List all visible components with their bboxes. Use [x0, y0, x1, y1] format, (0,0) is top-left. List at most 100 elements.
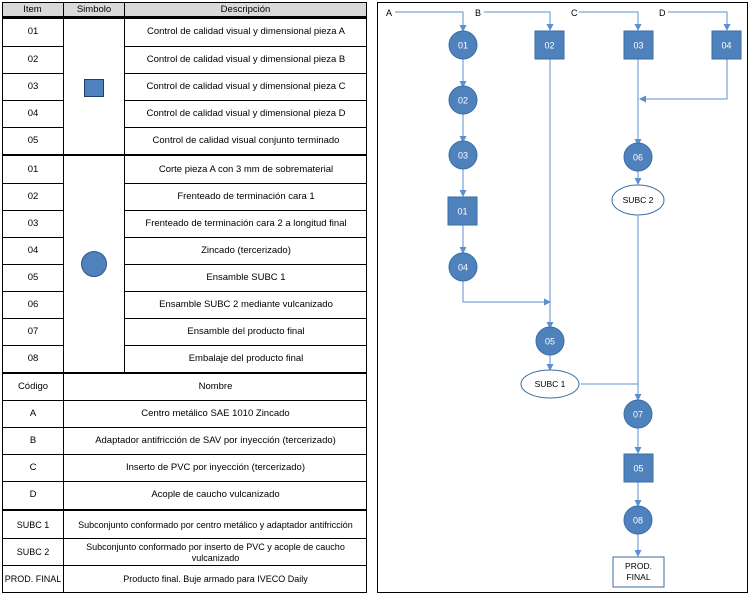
table-gridline	[124, 127, 367, 128]
operation-node-a01	[448, 30, 478, 60]
source-label-d: D	[659, 8, 666, 18]
table-gridline	[2, 17, 367, 19]
inspection-node-c03-label: 03	[633, 41, 643, 51]
inspection-node-c03	[623, 30, 654, 60]
flow-connectors	[395, 11, 731, 557]
table-gridline	[124, 237, 367, 238]
table-gridline	[366, 2, 367, 593]
subassembly-row-name: Producto final. Buje armado para IVECO D…	[123, 574, 308, 585]
table-gridline	[2, 210, 64, 211]
table-gridline	[2, 127, 64, 128]
table-gridline	[124, 264, 367, 265]
header-simbolo: Simbolo	[64, 2, 125, 17]
subassembly-node-subc1-label: SUBC 1	[535, 379, 566, 389]
table-gridline	[2, 318, 64, 319]
control-row-description: Control de calidad visual y dimensional …	[146, 54, 346, 66]
table-gridline	[2, 2, 3, 593]
table-gridline	[124, 73, 367, 74]
code-row-name: Centro metálico SAE 1010 Zincado	[141, 408, 290, 420]
code-row-code: C	[29, 462, 37, 474]
control-row-item: 01	[27, 26, 39, 38]
operation-row-description: Frenteado de terminación cara 2 a longit…	[145, 218, 347, 230]
operation-node-a03	[448, 140, 478, 170]
code-row-code: A	[29, 408, 37, 420]
inspection-node-a01-label: 01	[457, 207, 467, 217]
table-gridline	[2, 509, 367, 511]
operation-row-item: 06	[27, 299, 39, 311]
operation-node-a02	[448, 85, 478, 115]
subassembly-row-code: SUBC 1	[16, 520, 50, 531]
inspection-node-b02-label: 02	[544, 41, 554, 51]
control-row-description: Control de calidad visual y dimensional …	[146, 26, 346, 38]
table-gridline	[2, 592, 367, 593]
operation-node-06-label: 06	[633, 153, 643, 163]
operation-row-description: Ensamble del producto final	[187, 326, 305, 338]
operation-row-item: 08	[27, 353, 39, 365]
final-product-label-line2: FINAL	[626, 572, 650, 582]
subassembly-node-subc1	[520, 369, 580, 399]
table-gridline	[124, 318, 367, 319]
table-gridline	[124, 183, 367, 184]
operation-row-description: Ensamble SUBC 1	[206, 272, 286, 284]
table-gridline	[2, 264, 64, 265]
table-gridline	[2, 538, 367, 539]
operation-row-item: 02	[27, 191, 39, 203]
operation-node-07-label: 07	[633, 410, 643, 420]
source-label-c: C	[571, 8, 578, 18]
operation-node-06	[623, 142, 653, 172]
operation-node-a04	[448, 252, 478, 282]
operation-node-a03-label: 03	[458, 151, 468, 161]
operation-row-item: 07	[27, 326, 39, 338]
table-gridline	[124, 291, 367, 292]
inspection-node-d04-label: 04	[721, 41, 731, 51]
code-row-name: Acople de caucho vulcanizado	[151, 489, 280, 501]
inspection-square-symbol	[84, 79, 104, 97]
inspection-node-d04	[711, 30, 742, 60]
operation-row-description: Frenteado de terminación cara 1	[177, 191, 315, 203]
code-header-codigo: Código	[17, 381, 49, 393]
table-gridline	[2, 400, 367, 401]
table-gridline	[2, 291, 64, 292]
operation-row-description: Ensamble SUBC 2 mediante vulcanizado	[159, 299, 333, 311]
subassembly-node-subc2-label: SUBC 2	[623, 195, 654, 205]
code-row-name: Adaptador antifricción de SAV por inyecc…	[95, 435, 336, 447]
control-row-description: Control de calidad visual y dimensional …	[146, 81, 346, 93]
operation-row-description: Zincado (tercerizado)	[201, 245, 291, 257]
operation-node-08-label: 08	[633, 516, 643, 526]
inspection-node-a01	[447, 196, 478, 226]
table-gridline	[2, 2, 367, 3]
table-gridline	[63, 374, 64, 593]
control-row-description: Control de calidad visual y dimensional …	[146, 108, 346, 120]
table-gridline	[124, 100, 367, 101]
subassembly-row-name: Subconjunto conformado por centro metáli…	[78, 520, 353, 531]
header-item: Item	[2, 2, 64, 17]
table-gridline	[124, 345, 367, 346]
operation-node-07	[623, 399, 653, 429]
table-gridline	[2, 454, 367, 455]
operation-node-a04-label: 04	[458, 263, 468, 273]
table-gridline	[2, 345, 64, 346]
operation-row-item: 05	[27, 272, 39, 284]
control-row-item: 04	[27, 108, 39, 120]
subassembly-row-code: SUBC 2	[16, 547, 50, 558]
inspection-node-05-label: 05	[633, 464, 643, 474]
inspection-node-05	[623, 453, 654, 483]
final-product-label-line1: PROD.	[625, 561, 652, 571]
source-label-b: B	[475, 8, 481, 18]
operation-node-08	[623, 505, 653, 535]
operation-circle-symbol	[81, 251, 107, 277]
control-row-item: 03	[27, 81, 39, 93]
table-gridline	[2, 427, 367, 428]
code-row-name: Inserto de PVC por inyección (tercerizad…	[126, 462, 305, 474]
code-row-code: B	[29, 435, 37, 447]
operation-node-05	[535, 326, 565, 356]
operation-row-item: 03	[27, 218, 39, 230]
final-product-node	[612, 556, 665, 588]
subassembly-node-subc2	[611, 184, 665, 216]
code-row-code: D	[29, 489, 37, 501]
inspection-node-b02	[534, 30, 565, 60]
operation-node-05-label: 05	[545, 337, 555, 347]
header-descripcion: Descripción	[125, 2, 367, 17]
table-gridline	[124, 2, 125, 373]
